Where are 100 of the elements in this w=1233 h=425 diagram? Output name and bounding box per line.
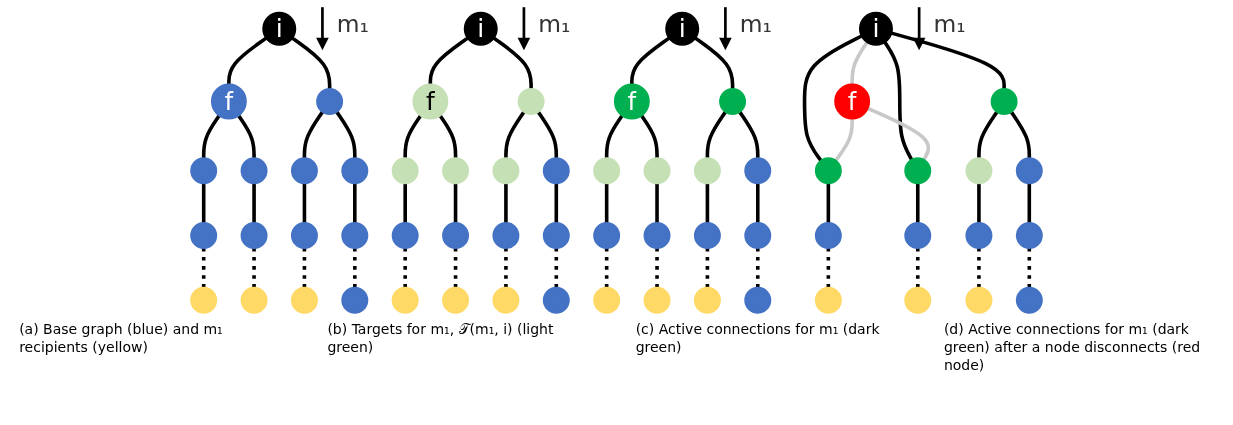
circle-node	[990, 88, 1018, 115]
caption: (b) Targets for m₁, 𝒯(m₁, i) (light green)	[327, 320, 555, 358]
connector-line	[655, 183, 659, 223]
circle-node	[904, 221, 932, 249]
connector-line	[201, 114, 221, 159]
caption: (d) Active connections for m₁ (dark green) after a node disconnects (red node)	[943, 320, 1202, 375]
circle-node	[290, 157, 318, 185]
circle-node	[442, 286, 470, 314]
connector-line	[867, 106, 931, 161]
circle-node	[190, 157, 218, 185]
circle-node: i	[262, 11, 297, 46]
circle-node	[341, 221, 369, 249]
dotted-line	[915, 248, 920, 288]
circle-node	[693, 221, 721, 249]
connector-line	[353, 183, 357, 223]
circle-node	[492, 286, 520, 314]
circle-node	[492, 157, 520, 185]
dotted-line	[977, 248, 981, 288]
connector-line	[554, 183, 559, 223]
circle-node	[391, 157, 419, 185]
circle-node	[593, 157, 621, 185]
circle-node	[643, 221, 671, 249]
circle-node	[965, 286, 993, 314]
circle-node	[1015, 286, 1043, 314]
connector-line	[492, 36, 533, 89]
connector-line	[1027, 183, 1032, 223]
circle-node	[542, 286, 570, 314]
connector-line	[438, 114, 458, 159]
connector-line	[694, 36, 735, 89]
dotted-line	[1027, 248, 1032, 288]
message-label: m₁	[933, 10, 966, 39]
circle-node	[341, 157, 369, 185]
circle-node	[693, 286, 721, 314]
connector-line	[977, 110, 999, 159]
message-label: m₁	[336, 10, 369, 39]
circle-node: i	[463, 11, 498, 46]
circle-node	[190, 221, 218, 249]
connector-line	[403, 114, 423, 159]
connector-line	[915, 183, 920, 223]
connector-line	[302, 183, 307, 223]
circle-node	[391, 286, 419, 314]
connector-line	[604, 114, 624, 159]
dotted-line	[755, 248, 760, 288]
connector-line	[504, 110, 526, 159]
circle-node: f	[210, 83, 247, 120]
circle-node	[542, 221, 570, 249]
connector-line	[850, 41, 869, 85]
connector-line	[755, 183, 760, 223]
circle-node	[643, 157, 671, 185]
connector-line	[302, 110, 324, 159]
circle-node	[290, 286, 318, 314]
connector-line	[630, 36, 671, 85]
connector-line	[826, 183, 831, 223]
circle-node	[693, 157, 721, 185]
circle-node	[492, 221, 520, 249]
circle-node	[719, 88, 747, 115]
dotted-line	[655, 248, 659, 288]
circle-node	[190, 286, 218, 314]
dotted-line	[705, 248, 710, 288]
circle-node: f	[613, 83, 650, 120]
connector-line	[237, 114, 256, 159]
message-label: m₁	[538, 10, 571, 39]
connector-line	[890, 31, 1006, 89]
caption: (a) Base graph (blue) and m₁ recipients (yellow)	[19, 320, 224, 358]
circle-node	[290, 221, 318, 249]
dotted-line	[504, 248, 508, 288]
caption: (c) Active connections for m₁ (dark green)	[635, 320, 881, 358]
circle-node	[240, 221, 268, 249]
circle-node: f	[412, 83, 449, 120]
connector-line	[977, 183, 981, 223]
connector-line	[227, 36, 268, 85]
dotted-line	[353, 248, 357, 288]
circle-node: i	[665, 11, 700, 46]
circle-node	[1015, 221, 1043, 249]
connector-line	[1009, 110, 1032, 159]
dotted-line	[403, 248, 407, 288]
circle-node	[904, 157, 932, 185]
circle-node	[391, 221, 419, 249]
dotted-line	[302, 248, 307, 288]
circle-node	[814, 221, 842, 249]
connector-line	[834, 118, 854, 162]
circle-node	[744, 157, 772, 185]
circle-node	[965, 221, 993, 249]
connector-line	[802, 34, 863, 162]
circle-node	[744, 286, 772, 314]
circle-node	[904, 286, 932, 314]
circle-node	[593, 286, 621, 314]
connector-line	[738, 110, 760, 159]
message-label: m₁	[739, 10, 772, 39]
circle-node	[814, 157, 842, 185]
dotted-line	[554, 248, 559, 288]
circle-node	[316, 88, 344, 115]
connector-line	[291, 36, 332, 89]
circle-node: f	[834, 83, 871, 120]
circle-node	[1015, 157, 1043, 185]
circle-node	[442, 221, 470, 249]
circle-node	[442, 157, 470, 185]
dotted-line	[826, 248, 831, 288]
dotted-line	[453, 248, 458, 288]
connector-line	[335, 110, 357, 159]
